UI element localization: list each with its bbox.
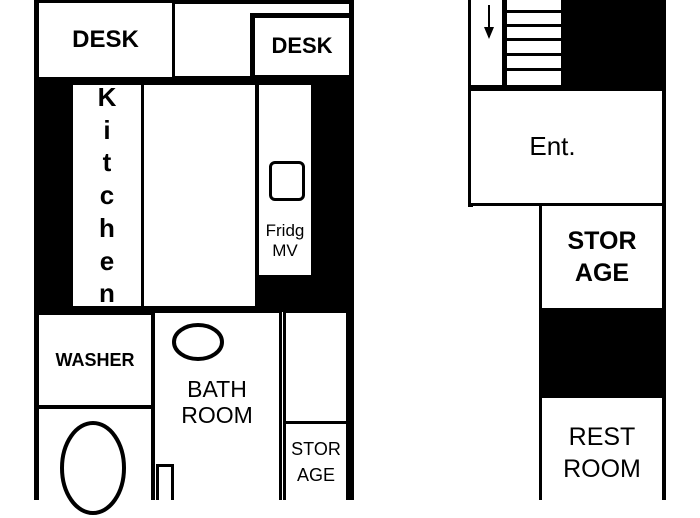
- stair-black-block: [561, 0, 665, 92]
- restroom: REST ROOM: [539, 395, 665, 500]
- washer-room: WASHER: [36, 312, 154, 408]
- bathtub-icon: [60, 421, 126, 515]
- fridge-unit: Fridg MV: [256, 82, 314, 278]
- restroom-label: REST ROOM: [563, 422, 641, 484]
- stair-step-4: [505, 53, 563, 56]
- stair-divider: [502, 0, 507, 88]
- stair-step-3: [505, 38, 563, 41]
- washer-label: WASHER: [55, 349, 135, 370]
- outer-wall-top: [34, 0, 354, 4]
- stair-step-1: [505, 10, 563, 13]
- kitchen-label: K i t c h e n: [97, 81, 117, 309]
- stair-step-5: [505, 68, 563, 71]
- right-black-band: [539, 308, 665, 400]
- closet-panel: [283, 310, 349, 424]
- storage-small-label: STOR AGE: [291, 438, 341, 485]
- desk-left-label: DESK: [72, 25, 139, 53]
- bathroom-door-mark: [156, 464, 174, 500]
- entrance: Ent.: [468, 88, 665, 206]
- storage-small: STOR AGE: [283, 421, 349, 500]
- fridge-label: Fridg MV: [265, 221, 305, 260]
- stair-down-arrow-icon: [484, 5, 494, 39]
- stair-step-2: [505, 24, 563, 27]
- desk-right: DESK: [250, 13, 354, 80]
- storage-right-label: STOR AGE: [567, 226, 637, 288]
- desk-left: DESK: [36, 0, 175, 80]
- kitchen-floor: [141, 82, 258, 309]
- storage-right: STOR AGE: [539, 203, 665, 311]
- desk-right-label: DESK: [271, 33, 333, 59]
- entrance-label: Ent.: [529, 131, 576, 162]
- toilet-icon: [172, 323, 224, 361]
- bathroom-label: BATH ROOM: [181, 375, 253, 428]
- fridge-icon: [269, 161, 305, 201]
- kitchen-counter: K i t c h e n: [70, 82, 144, 309]
- staircase: [468, 0, 564, 88]
